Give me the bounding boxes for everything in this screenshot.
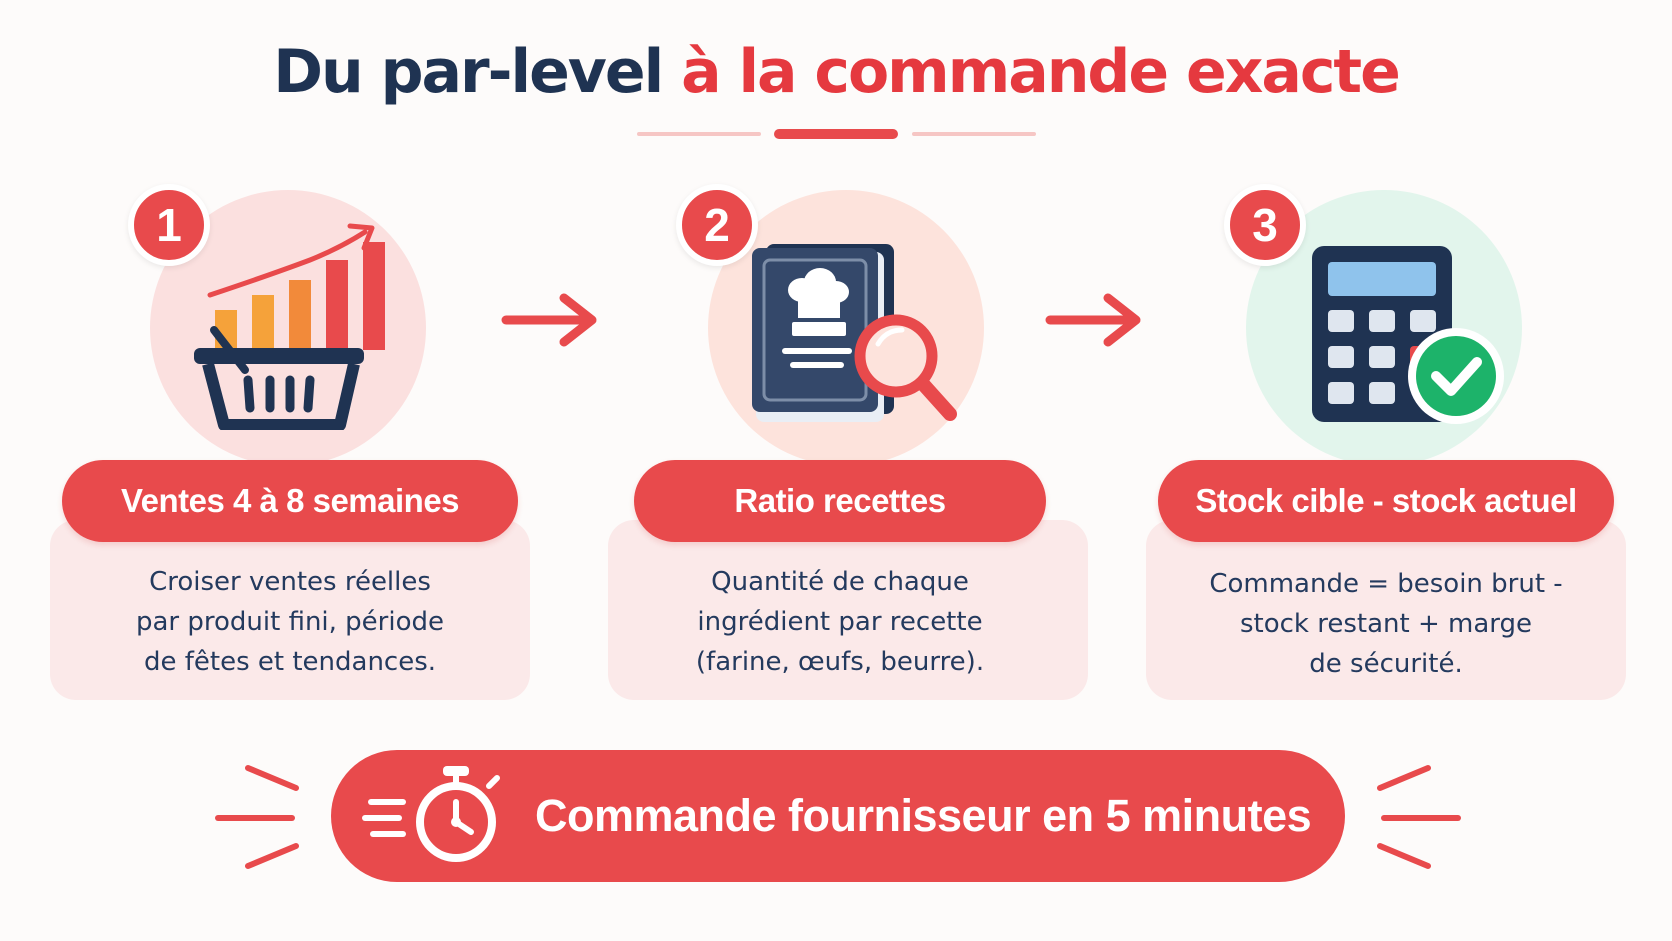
step-description: Quantité de chaque ingrédient par recett… bbox=[608, 562, 1072, 682]
step-2: 2 Ratio recettes Quantité de chaque ingr… bbox=[608, 184, 1088, 710]
step-number-badge: 2 bbox=[676, 184, 758, 266]
right-arrow-icon bbox=[1044, 290, 1144, 354]
stopwatch-icon bbox=[361, 762, 531, 876]
step-description: Croiser ventes réelles par produit fini,… bbox=[50, 562, 530, 682]
description-line: de sécurité. bbox=[1309, 649, 1463, 679]
description-line: (farine, œufs, beurre). bbox=[695, 647, 985, 677]
step-card bbox=[50, 520, 530, 700]
title-underline-right bbox=[912, 132, 1036, 136]
description-line: par produit fini, période bbox=[135, 607, 444, 637]
right-arrow-icon bbox=[500, 290, 600, 354]
description-line: stock restant + marge bbox=[1239, 609, 1533, 639]
description-line: ingrédient par recette bbox=[697, 607, 983, 637]
step-1: 1 Ventes 4 à 8 semaines Croiser ventes r… bbox=[50, 184, 530, 710]
description-line: Croiser ventes réelles bbox=[149, 567, 431, 597]
step-3: 3 Stock cible - stock actuel Commande = … bbox=[1146, 184, 1626, 710]
step-label: Ratio recettes bbox=[634, 460, 1046, 542]
burst-lines-right-icon bbox=[1374, 760, 1464, 874]
step-label: Ventes 4 à 8 semaines bbox=[62, 460, 518, 542]
description-line: Commande = besoin brut - bbox=[1209, 569, 1563, 599]
step-description: Commande = besoin brut - stock restant +… bbox=[1146, 564, 1626, 684]
title-underline-left bbox=[637, 132, 761, 136]
title-underline-center bbox=[774, 129, 898, 139]
burst-lines-left-icon bbox=[212, 760, 302, 874]
calculator-check-icon bbox=[1306, 242, 1516, 436]
title-part-dark: Du par-level bbox=[273, 37, 682, 107]
step-number-badge: 3 bbox=[1224, 184, 1306, 266]
step-card bbox=[1146, 520, 1626, 700]
step-number-badge: 1 bbox=[128, 184, 210, 266]
page-title: Du par-level à la commande exacte bbox=[0, 32, 1672, 112]
step-card bbox=[608, 520, 1088, 700]
basket-chart-icon bbox=[190, 220, 430, 434]
title-part-accent: à la commande exacte bbox=[681, 37, 1401, 107]
step-label: Stock cible - stock actuel bbox=[1158, 460, 1614, 542]
bottom-banner: Commande fournisseur en 5 minutes bbox=[331, 750, 1345, 882]
recipe-book-magnifier-icon bbox=[738, 238, 968, 432]
description-line: Quantité de chaque bbox=[711, 567, 969, 597]
description-line: de fêtes et tendances. bbox=[143, 647, 437, 677]
bottom-banner-label: Commande fournisseur en 5 minutes bbox=[535, 790, 1312, 841]
